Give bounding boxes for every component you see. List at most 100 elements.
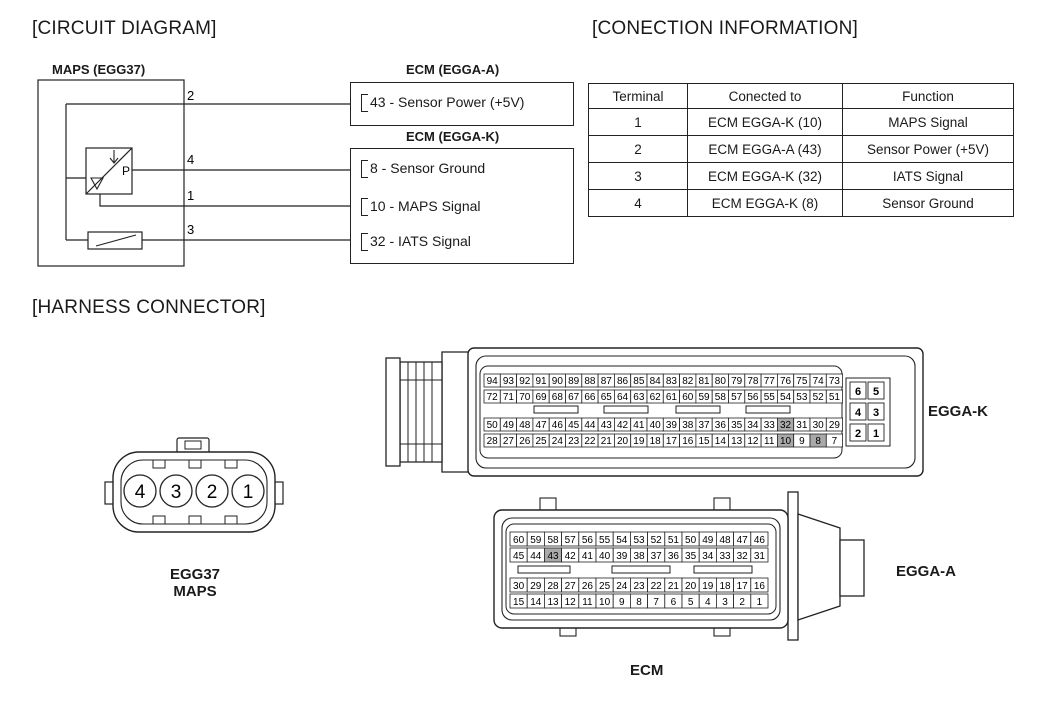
wire-pin1 bbox=[99, 194, 362, 207]
table-row: 3 ECM EGGA-K (32) IATS Signal bbox=[588, 162, 1014, 190]
ecm-terminal-text: 43 - Sensor Power (+5V) bbox=[370, 94, 525, 110]
table-cell: ECM EGGA-K (10) bbox=[687, 108, 843, 136]
pin-number-label: 7 bbox=[653, 597, 659, 608]
pin-number-label: 71 bbox=[503, 392, 515, 403]
pin-number-label: 88 bbox=[584, 376, 596, 387]
pin-number-label: 6 bbox=[671, 597, 677, 608]
pin-number-label: 28 bbox=[487, 436, 499, 447]
pin-number-label: 53 bbox=[633, 535, 645, 546]
pin-number-label: 41 bbox=[582, 551, 594, 562]
pin-number-label: 35 bbox=[731, 420, 743, 431]
pin-label: 4 bbox=[135, 482, 146, 503]
pin-cell bbox=[825, 433, 843, 448]
pin-cell bbox=[825, 389, 843, 404]
pin-number-label: 16 bbox=[682, 436, 694, 447]
pin-number-label: 83 bbox=[666, 376, 678, 387]
pin-number-label: 18 bbox=[650, 436, 662, 447]
pin-number-label: 25 bbox=[599, 581, 611, 592]
pin-cell bbox=[849, 381, 867, 400]
pin-number-label: 73 bbox=[829, 376, 841, 387]
pin-number-label: 38 bbox=[633, 551, 645, 562]
pin-number-label: 60 bbox=[513, 535, 525, 546]
pin-number-label: 26 bbox=[582, 581, 594, 592]
pin-number-label: 81 bbox=[698, 376, 710, 387]
column-header: Terminal bbox=[588, 83, 688, 109]
pin-number-label: 48 bbox=[719, 535, 731, 546]
table-cell: ECM EGGA-A (43) bbox=[687, 135, 843, 163]
pin-number-label: 9 bbox=[799, 436, 805, 447]
pin-number-label: 38 bbox=[682, 420, 694, 431]
pin-number-label: 10 bbox=[780, 436, 792, 447]
ecm-terminal-text: 10 - MAPS Signal bbox=[370, 198, 481, 214]
pin-number-label: 58 bbox=[547, 535, 559, 546]
pin-number-label: 86 bbox=[617, 376, 629, 387]
pin-number-label: 50 bbox=[685, 535, 697, 546]
pin-number-label: 78 bbox=[747, 376, 759, 387]
pin-number-label: 45 bbox=[513, 551, 525, 562]
pin-number-label: 39 bbox=[616, 551, 628, 562]
pin-number-label: 35 bbox=[685, 551, 697, 562]
pin-number-label: 30 bbox=[813, 420, 825, 431]
table-cell: 1 bbox=[588, 108, 688, 136]
pin-number-label: 32 bbox=[780, 420, 792, 431]
pin-number-label: 46 bbox=[754, 535, 766, 546]
pin-number-label: 44 bbox=[530, 551, 542, 562]
pin-number-label: 11 bbox=[582, 597, 593, 608]
pin-cell bbox=[867, 423, 885, 442]
egga-k-label: EGGA-K bbox=[928, 403, 988, 420]
pin-number-label: 56 bbox=[582, 535, 594, 546]
table-cell: 2 bbox=[588, 135, 688, 163]
ecm-terminal-text: 32 - IATS Signal bbox=[370, 233, 471, 249]
table-cell: ECM EGGA-K (8) bbox=[687, 189, 843, 217]
table-row: 2 ECM EGGA-A (43) Sensor Power (+5V) bbox=[588, 135, 1014, 163]
pin-number-label: 30 bbox=[513, 581, 525, 592]
pin-number-label: 26 bbox=[519, 436, 531, 447]
pin-number-label: 65 bbox=[601, 392, 613, 403]
pin-number: 2 bbox=[187, 88, 194, 103]
pin-label: 2 bbox=[207, 482, 218, 503]
pin-number-label: 59 bbox=[698, 392, 710, 403]
pin-number-label: 21 bbox=[668, 581, 680, 592]
pin-cell bbox=[825, 417, 843, 432]
pin-number-label: 72 bbox=[487, 392, 499, 403]
ecm-terminal-text: 8 - Sensor Ground bbox=[370, 160, 486, 176]
pin-number-label: 16 bbox=[754, 581, 766, 592]
pin-number-label: 5 bbox=[873, 386, 879, 398]
pin-number-label: 14 bbox=[715, 436, 727, 447]
pin-number-label: 47 bbox=[535, 420, 547, 431]
pin-number-label: 19 bbox=[633, 436, 645, 447]
pin-number-label: 34 bbox=[747, 420, 759, 431]
connection-table: Terminal Conected to Function 1 ECM EGGA… bbox=[588, 83, 1014, 217]
pin-number: 1 bbox=[187, 188, 194, 203]
ecm-label: ECM bbox=[630, 662, 664, 679]
harness-connector-title: [HARNESS CONNECTOR] bbox=[32, 297, 266, 318]
pin-number-label: 24 bbox=[616, 581, 628, 592]
ecm-egga-a-box: 43 - Sensor Power (+5V) bbox=[350, 82, 574, 126]
pin-number-label: 80 bbox=[715, 376, 727, 387]
pin-number-label: 20 bbox=[617, 436, 629, 447]
egg37-label-line2: MAPS bbox=[173, 583, 217, 600]
table-cell: 4 bbox=[588, 189, 688, 217]
pin-number-label: 58 bbox=[715, 392, 727, 403]
circuit-wiring: P 2 4 1 3 bbox=[37, 79, 362, 267]
pin-number-label: 40 bbox=[599, 551, 611, 562]
pin-number-label: 57 bbox=[565, 535, 577, 546]
pin-label: 3 bbox=[171, 482, 182, 503]
pin-number-label: 42 bbox=[617, 420, 629, 431]
pin-number-label: 67 bbox=[568, 392, 580, 403]
pin-number-label: 91 bbox=[535, 376, 547, 387]
pin-number-label: 41 bbox=[633, 420, 645, 431]
pin-number-label: 42 bbox=[565, 551, 577, 562]
pin-number-label: 75 bbox=[796, 376, 808, 387]
connection-info-title: [CONECTION INFORMATION] bbox=[592, 18, 859, 39]
pin-number-label: 92 bbox=[519, 376, 531, 387]
pin-number-label: 7 bbox=[832, 436, 838, 447]
pin-number-label: 31 bbox=[754, 551, 766, 562]
pin-number-label: 8 bbox=[636, 597, 642, 608]
pin-number-label: 3 bbox=[722, 597, 728, 608]
pin-number-label: 1 bbox=[757, 597, 763, 608]
pin-number-label: 43 bbox=[601, 420, 613, 431]
pin-number-label: 82 bbox=[682, 376, 694, 387]
egg37-label-line1: EGG37 bbox=[169, 566, 221, 583]
